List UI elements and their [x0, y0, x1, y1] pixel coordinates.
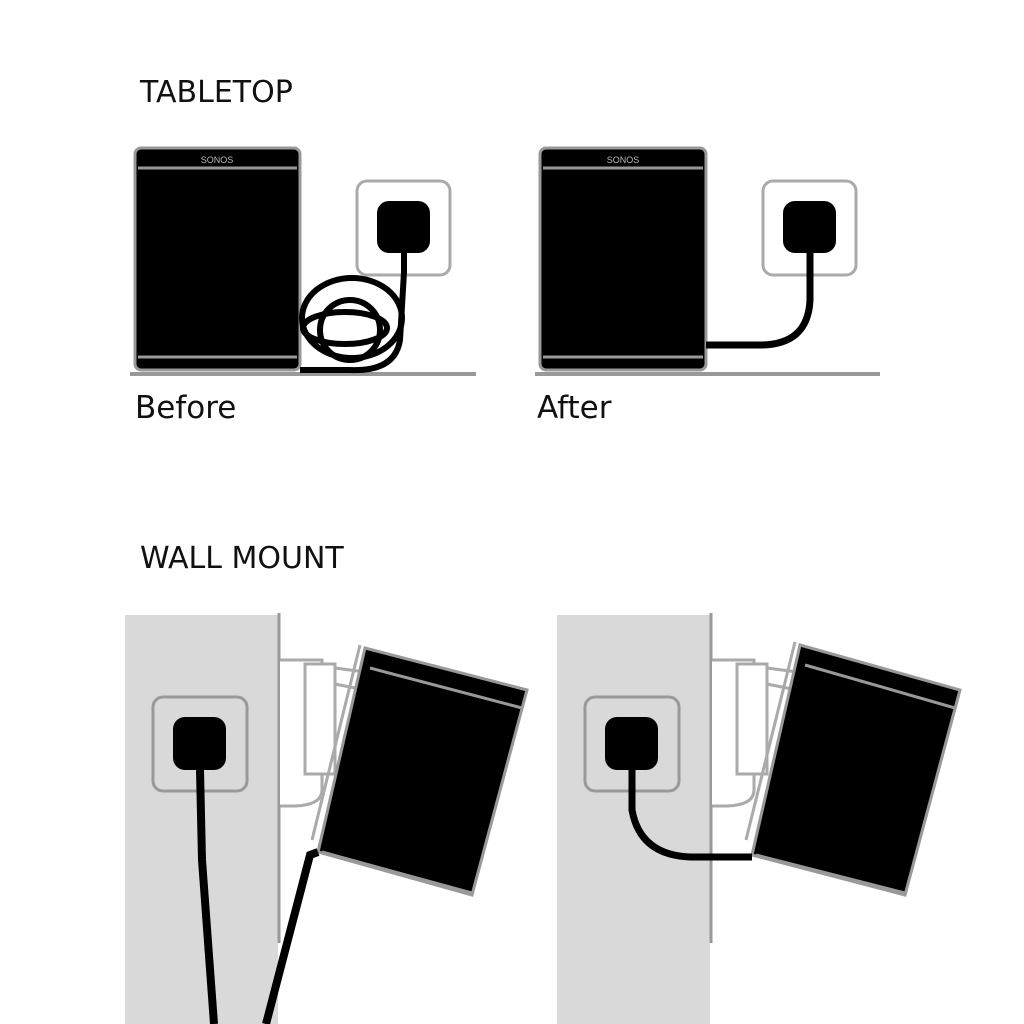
speaker-brand-label: SONOS: [607, 155, 640, 165]
wall-bracket: [712, 658, 799, 808]
after-label: After: [537, 390, 612, 426]
speaker-icon: SONOS: [538, 146, 708, 372]
speaker-icon: SONOS: [133, 146, 302, 372]
wall-mount-title: WALL MOUNT: [140, 541, 344, 576]
hanging-cable: [262, 848, 320, 1024]
hanging-cable: [196, 769, 218, 1024]
plug-icon: [173, 717, 226, 770]
tabletop-after-illustration: SONOS: [535, 146, 880, 376]
speaker-icon: [310, 644, 529, 897]
wall-mount-after-illustration: [557, 613, 962, 1024]
coiled-cable: [299, 253, 407, 374]
before-label: Before: [135, 390, 236, 426]
speaker-icon: [744, 641, 962, 897]
wall-mount-before-illustration: [125, 613, 529, 1024]
plug-icon: [783, 201, 836, 253]
plug-icon: [605, 717, 658, 770]
speaker-brand-label: SONOS: [201, 155, 234, 165]
tabletop-before-illustration: SONOS: [130, 146, 476, 376]
plug-icon: [377, 201, 430, 253]
tidy-cable: [628, 770, 752, 861]
tabletop-title: TABLETOP: [139, 75, 293, 110]
tidy-cable: [706, 253, 814, 349]
